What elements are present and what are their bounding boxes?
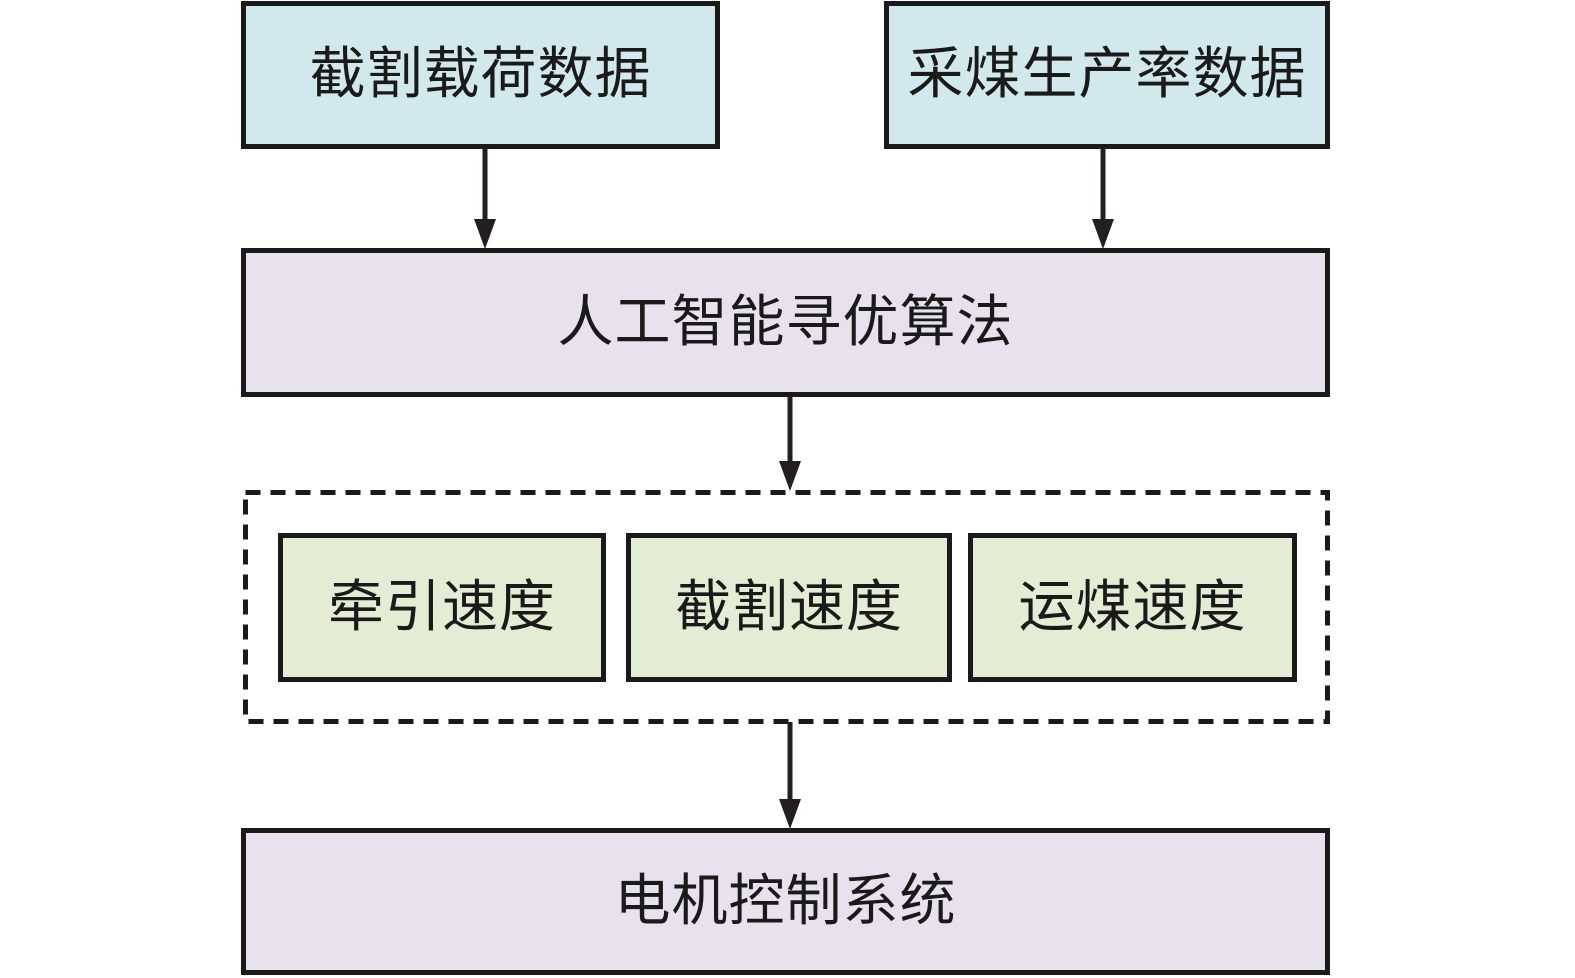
node-coal-transport-speed: 运煤速度	[968, 533, 1297, 682]
arrow-down-icon	[775, 722, 805, 829]
node-label: 截割载荷数据	[309, 42, 652, 107]
arrow-down-icon	[470, 149, 500, 249]
node-cutting-speed: 截割速度	[626, 533, 952, 682]
node-label: 采煤生产率数据	[907, 42, 1307, 107]
node-label: 人工智能寻优算法	[557, 289, 1014, 355]
arrow-down-icon	[775, 396, 805, 491]
node-label: 电机控制系统	[614, 868, 957, 934]
node-label: 运煤速度	[1018, 574, 1247, 640]
node-ai-optimization-algorithm: 人工智能寻优算法	[241, 248, 1330, 397]
node-coal-productivity-data: 采煤生产率数据	[884, 1, 1330, 149]
node-label: 截割速度	[675, 574, 903, 640]
node-traction-speed: 牵引速度	[278, 533, 606, 682]
arrow-down-icon	[1088, 149, 1118, 249]
node-label: 牵引速度	[328, 574, 556, 640]
node-cutting-load-data: 截割载荷数据	[241, 1, 720, 149]
speed-outputs-group	[243, 490, 1330, 724]
node-motor-control-system: 电机控制系统	[241, 828, 1330, 975]
